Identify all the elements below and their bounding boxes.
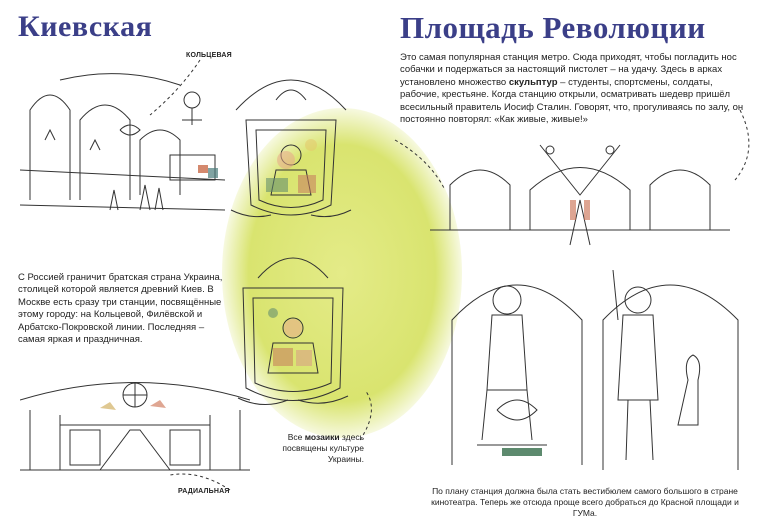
revolution-square-paragraph: Это самая популярная станция метро. Сюда… [400,52,744,126]
sculpture-rooster-illustration [451,284,583,465]
sculpture-dog-illustration [602,269,739,470]
revolution-square-footnote: По плану станция должна была стать вести… [431,486,739,518]
mosaic-top [230,79,352,218]
label-ring-line: КОЛЬЦЕВАЯ [186,52,232,59]
kievskaya-radial-illustration [20,382,250,471]
mosaic-bottom [237,257,349,405]
kievskaya-paragraph: С Россией граничит братская страна Украи… [18,272,223,346]
page-title-ploshchad-revolyutsii: Площадь Революции [400,10,706,45]
mosaic-note: Все мозаики здесь посвящены культуре Укр… [282,432,364,464]
revolution-square-hall-illustration [430,144,730,246]
label-radial-line: РАДИАЛЬНАЯ [178,488,230,495]
kievskaya-ring-illustration [20,73,225,211]
page-title-kievskaya: Киевская [18,10,153,43]
